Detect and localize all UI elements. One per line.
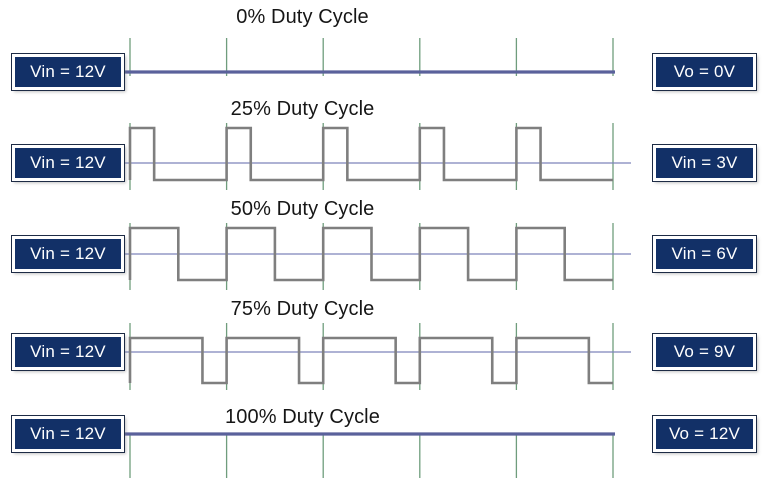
output-voltage-label-25: Vin = 3V — [652, 144, 757, 182]
waveform-plot-25 — [118, 123, 631, 190]
row-title-75: 75% Duty Cycle — [230, 298, 375, 320]
input-voltage-label-50: Vin = 12V — [11, 235, 125, 273]
period-gridlines — [129, 38, 614, 76]
signal-trace — [128, 336, 613, 385]
output-voltage-label-0: Vo = 0V — [652, 53, 757, 91]
row-title-100: 100% Duty Cycle — [225, 406, 380, 428]
waveform-plot-0 — [122, 38, 615, 76]
signal-trace — [128, 126, 613, 182]
waveform-plot-50 — [118, 223, 631, 290]
period-gridlines — [129, 434, 614, 478]
waveform-row-100: 100% Duty Cycle Vin = 12V Vo = 12V — [0, 400, 768, 500]
row-title-0: 0% Duty Cycle — [236, 6, 369, 28]
output-voltage-label-75: Vo = 9V — [652, 333, 757, 371]
waveform-plot-100 — [122, 432, 615, 478]
input-voltage-label-25: Vin = 12V — [11, 144, 125, 182]
signal-trace — [128, 226, 613, 282]
input-voltage-label-0: Vin = 12V — [11, 53, 125, 91]
output-voltage-label-50: Vin = 6V — [652, 235, 757, 273]
row-title-25: 25% Duty Cycle — [230, 98, 375, 120]
output-voltage-label-100: Vo = 12V — [652, 415, 757, 453]
row-title-50: 50% Duty Cycle — [230, 198, 375, 220]
waveform-plot-75 — [118, 323, 631, 390]
input-voltage-label-100: Vin = 12V — [11, 415, 125, 453]
input-voltage-label-75: Vin = 12V — [11, 333, 125, 371]
